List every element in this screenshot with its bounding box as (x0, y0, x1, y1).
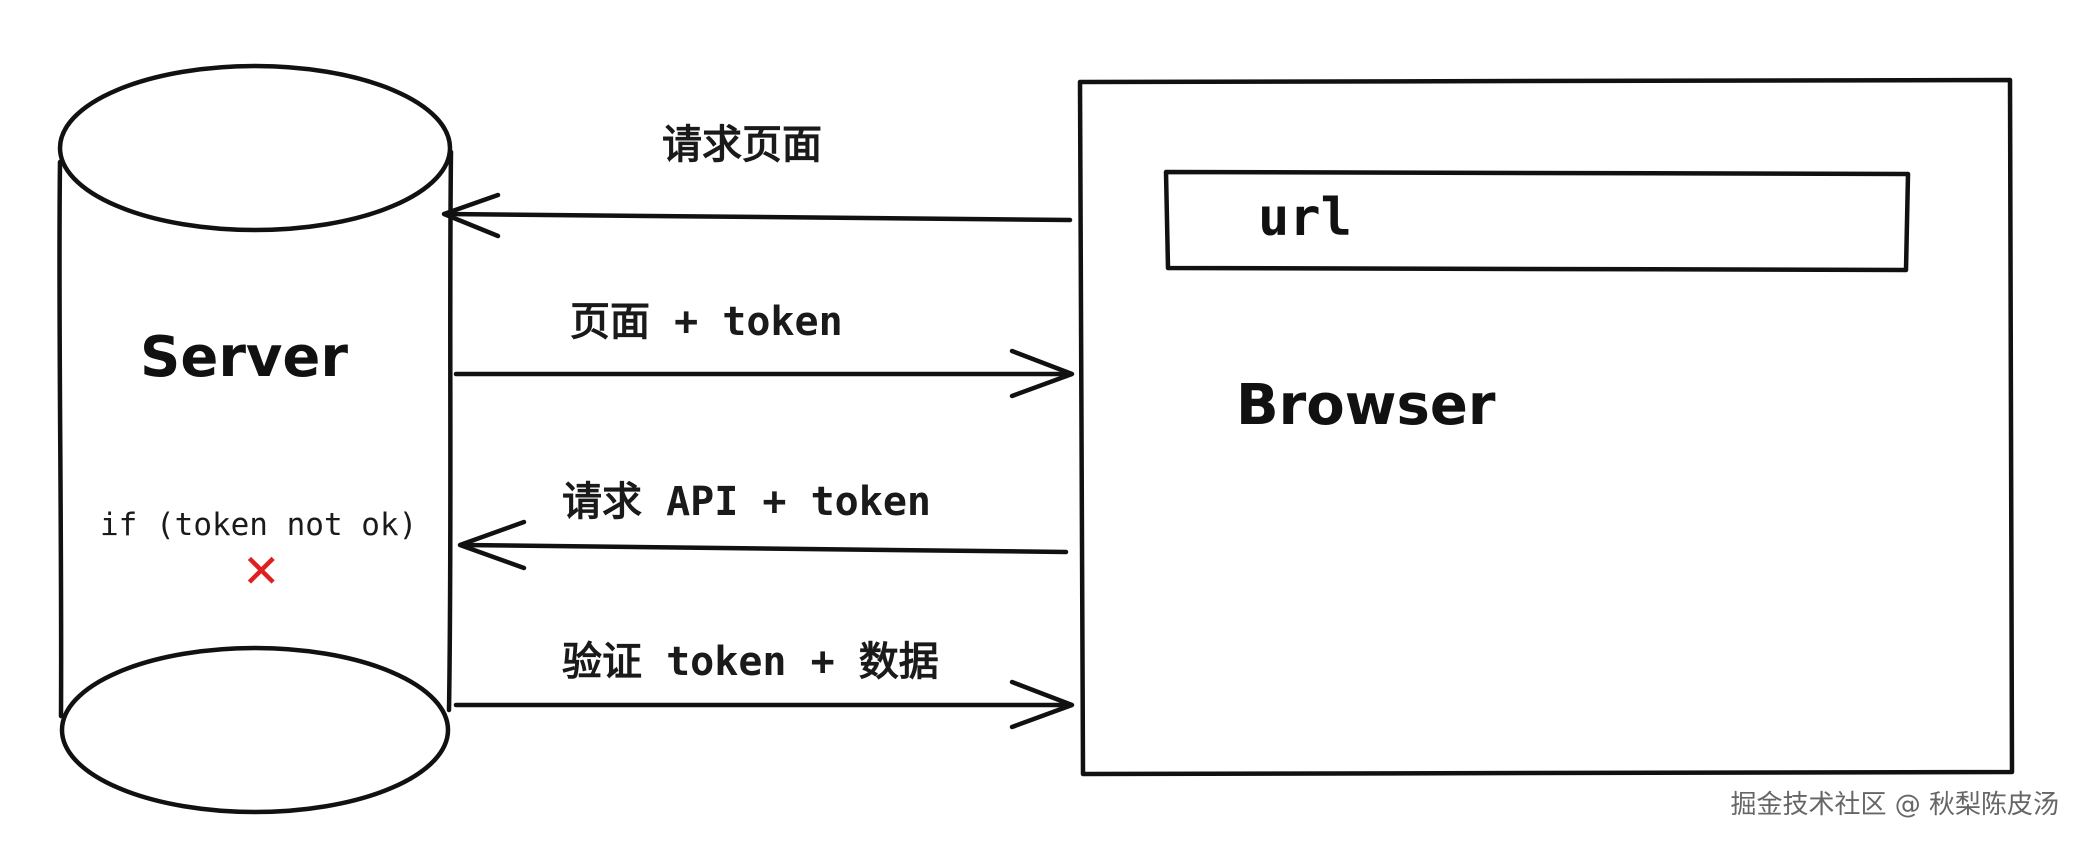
server-cylinder-bottom (59, 645, 451, 815)
arrow-request-page (441, 192, 1073, 239)
server-condition-text: if (token not ok) (100, 507, 418, 543)
browser-label: Browser (1236, 373, 1496, 438)
browser-window-frame (1077, 77, 2015, 777)
browser-window (1077, 77, 2015, 777)
server-label: Server (140, 325, 349, 390)
arrow-request-api (457, 519, 1069, 571)
arrow-label-request-api: 请求 API + token (562, 479, 931, 525)
watermark-text: 掘金技术社区 @ 秋梨陈皮汤 (1730, 790, 2059, 820)
server-cylinder-top (57, 63, 453, 233)
arrow-label-verify-data: 验证 token + 数据 (562, 639, 939, 685)
server-cylinder-left-wall (57, 159, 64, 719)
arrow-label-page-token: 页面 + token (570, 299, 843, 345)
arrow-label-request-page: 请求页面 (662, 122, 822, 168)
address-bar-text: url (1258, 188, 1352, 248)
browser-address-bar (1163, 169, 1911, 273)
arrow-verify-data (453, 679, 1075, 730)
reject-cross-icon: ✕ (242, 544, 281, 598)
server-cylinder-right-wall (446, 149, 454, 713)
arrow-page-token (453, 348, 1075, 399)
server-cylinder (57, 63, 454, 815)
